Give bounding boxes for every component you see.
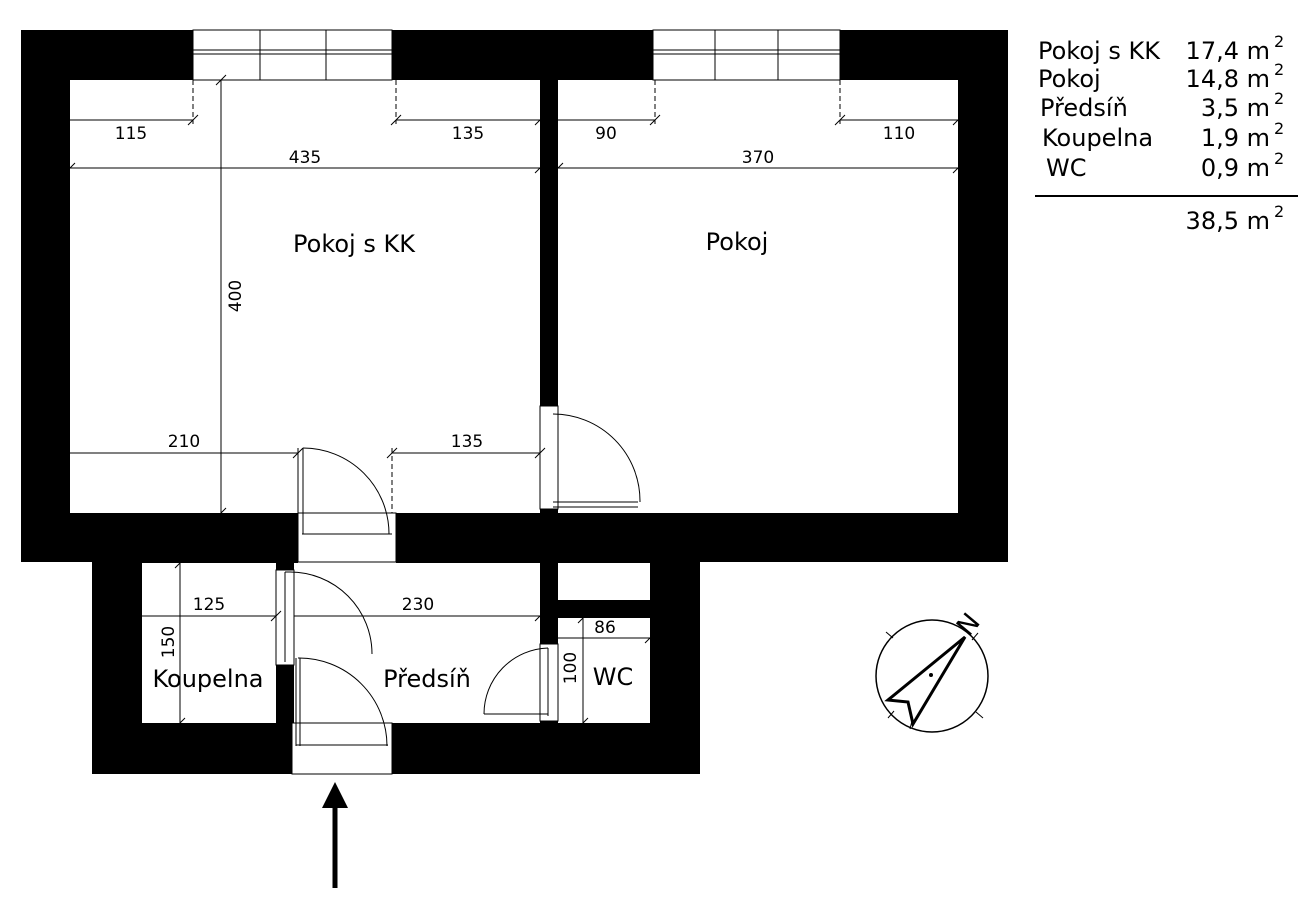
area-row-value: 3,5 m [1201, 94, 1270, 122]
floor-wc [558, 618, 650, 723]
dim-label: 115 [115, 124, 147, 144]
opening-wc [540, 644, 558, 721]
area-row: Pokoj s KK 17,4 m 2 [1038, 32, 1284, 65]
opening-kk-pokoj [540, 406, 558, 509]
dim-label: 210 [168, 432, 200, 452]
area-table: Pokoj s KK 17,4 m 2 Pokoj 14,8 m 2 Předs… [1035, 32, 1298, 235]
dim-label: 150 [159, 626, 179, 658]
area-total-value: 38,5 m [1186, 207, 1270, 235]
door-kk-predsin [297, 447, 390, 535]
area-row-name: WC [1046, 154, 1087, 182]
door-koupelna [284, 571, 373, 662]
area-total-sup: 2 [1274, 202, 1284, 221]
floor-storage [558, 563, 650, 600]
area-row-name: Předsíň [1040, 94, 1128, 122]
room-labels: Pokoj s KK Pokoj Koupelna Předsíň WC [152, 228, 768, 693]
compass-north-label: N [951, 608, 986, 642]
area-row: Pokoj 14,8 m 2 [1038, 60, 1284, 93]
dimension-lines [64, 74, 964, 729]
room-label-koupelna: Koupelna [152, 665, 263, 693]
area-row-value: 1,9 m [1201, 124, 1270, 152]
dim-label: 90 [595, 124, 617, 144]
room-label-pokoj: Pokoj [706, 228, 769, 256]
dim-label: 370 [742, 148, 774, 168]
room-label-wc: WC [593, 663, 634, 691]
area-row-name: Pokoj [1038, 65, 1101, 93]
dimension-labels: 115 135 435 90 110 370 400 210 135 125 2… [115, 124, 915, 684]
area-row-value: 17,4 m [1186, 37, 1270, 65]
floor-pokoj [558, 80, 958, 513]
area-row-value: 14,8 m [1186, 65, 1270, 93]
room-label-pokoj-kk: Pokoj s KK [293, 230, 416, 258]
floor-predsin [294, 563, 540, 723]
area-row-value: 0,9 m [1201, 154, 1270, 182]
dim-label: 100 [561, 652, 581, 684]
opening-entrance [292, 723, 392, 774]
area-row-sup: 2 [1274, 149, 1284, 168]
dim-label: 125 [193, 595, 225, 615]
floor-pokoj-kk [70, 80, 540, 513]
area-row: WC 0,9 m 2 [1046, 149, 1284, 182]
window-left [192, 29, 393, 81]
dim-label: 110 [883, 124, 915, 144]
dim-label: 400 [226, 280, 246, 312]
door-swings [284, 413, 641, 747]
area-row: Koupelna 1,9 m 2 [1042, 119, 1284, 152]
door-pokoj [552, 413, 641, 508]
area-row: Předsíň 3,5 m 2 [1040, 89, 1284, 122]
window-right [652, 29, 841, 81]
room-floors [70, 80, 958, 723]
door-openings [275, 405, 559, 775]
dim-label: 230 [402, 595, 434, 615]
door-entrance [295, 657, 388, 747]
dim-label: 435 [289, 148, 321, 168]
dim-label: 86 [594, 618, 616, 638]
area-total: 38,5 m 2 [1186, 202, 1285, 235]
room-label-predsin: Předsíň [383, 665, 471, 693]
area-row-sup: 2 [1274, 119, 1284, 138]
floor-koupelna [142, 563, 276, 723]
area-row-sup: 2 [1274, 60, 1284, 79]
area-row-sup: 2 [1274, 32, 1284, 51]
area-row-sup: 2 [1274, 89, 1284, 108]
opening-kk-predsin [298, 513, 396, 563]
area-row-name: Pokoj s KK [1038, 37, 1161, 65]
door-wc [483, 647, 549, 716]
compass-icon: N [875, 608, 989, 733]
area-row-name: Koupelna [1042, 124, 1153, 152]
dim-label: 135 [452, 124, 484, 144]
dim-label: 135 [451, 432, 483, 452]
entrance-arrow [322, 782, 348, 888]
